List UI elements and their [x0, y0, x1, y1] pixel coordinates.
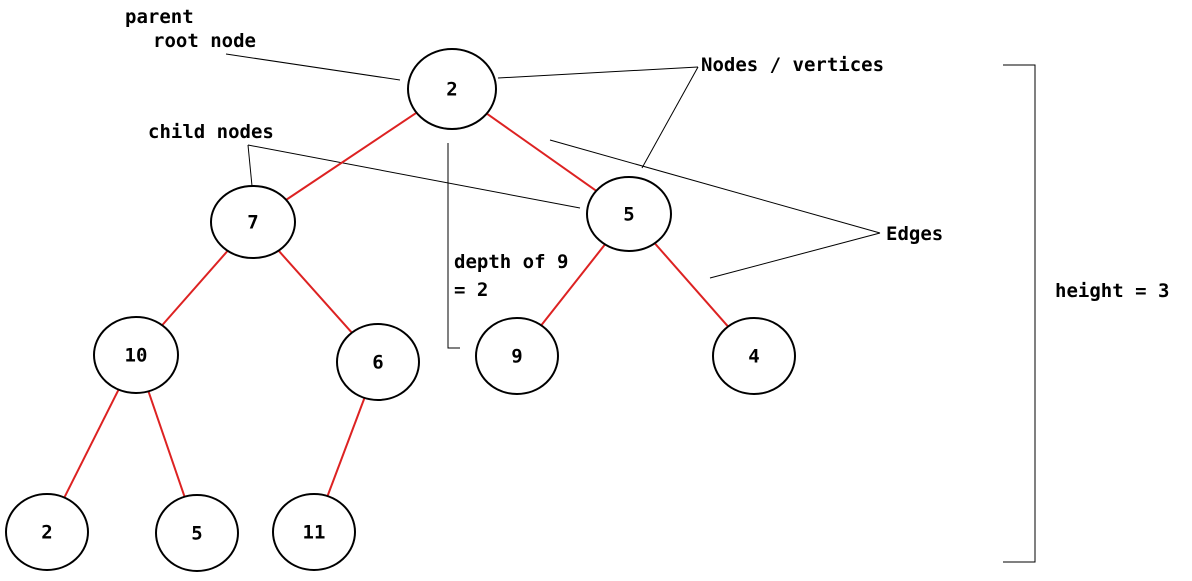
node-circle [272, 493, 356, 571]
root-node-label: root node [153, 30, 256, 52]
node-circle [336, 323, 420, 401]
depth-bracket [447, 143, 460, 349]
height-bracket [1003, 64, 1036, 563]
edge-n-7-n-6 [277, 249, 353, 334]
node-value: 5 [191, 523, 202, 545]
node-value: 9 [511, 346, 522, 368]
tree-node-n-6: 6 [336, 323, 420, 401]
node-value: 2 [41, 522, 52, 544]
edge-n-5-n-4 [653, 242, 729, 328]
edge-n-7-n-10 [161, 250, 229, 326]
node-value: 11 [303, 522, 326, 544]
height-label: height = 3 [1055, 280, 1170, 302]
depth-label-line2: = 2 [454, 279, 489, 301]
node-circle [5, 493, 89, 571]
node-layer: 2 7 5 10 6 9 4 2 5 11 [5, 48, 796, 572]
node-circle [155, 494, 239, 572]
root-node-pointer-line [225, 53, 401, 81]
annotation-lines [225, 53, 1036, 563]
node-value: 10 [125, 345, 148, 367]
edge-n-root-n-7 [285, 111, 418, 201]
node-value: 5 [623, 204, 634, 226]
node-value: 4 [748, 346, 759, 368]
edge-n-root-n-5 [486, 112, 597, 192]
tree-node-n-11: 11 [272, 493, 356, 571]
node-circle [407, 48, 497, 130]
tree-node-n-4: 4 [712, 317, 796, 395]
tree-node-n-5: 5 [586, 176, 672, 252]
nodes-pointer-line-child [641, 66, 699, 169]
node-value: 7 [247, 212, 258, 234]
depth-label-line1: depth of 9 [454, 251, 569, 273]
edge-n-10-n-2b [63, 389, 120, 499]
child-nodes-pointer-line-right [247, 144, 581, 209]
node-circle [210, 185, 296, 259]
edge-n-6-n-11 [326, 397, 366, 497]
node-circle [586, 176, 672, 252]
edges-pointer-line-lower [709, 232, 881, 279]
node-circle [475, 317, 559, 395]
child-nodes-pointer-line-left [247, 144, 253, 187]
node-value: 6 [372, 352, 383, 374]
node-circle [712, 317, 796, 395]
node-value: 2 [446, 79, 457, 101]
node-circle [93, 316, 179, 394]
tree-node-n-7: 7 [210, 185, 296, 259]
edges-label: Edges [886, 223, 944, 245]
nodes-pointer-line-root [497, 66, 699, 79]
child-nodes-label: child nodes [148, 121, 274, 143]
parent-label: parent [125, 6, 194, 28]
edges-pointer-line-upper [549, 139, 881, 234]
tree-node-n-root: 2 [407, 48, 497, 130]
tree-node-n-5b: 5 [155, 494, 239, 572]
tree-node-n-9: 9 [475, 317, 559, 395]
edge-layer [63, 111, 729, 499]
tree-node-n-10: 10 [93, 316, 179, 394]
nodes-vertices-label: Nodes / vertices [701, 54, 885, 76]
edge-n-5-n-9 [540, 243, 606, 326]
edge-n-10-n-5b [147, 390, 186, 498]
tree-node-n-2b: 2 [5, 493, 89, 571]
